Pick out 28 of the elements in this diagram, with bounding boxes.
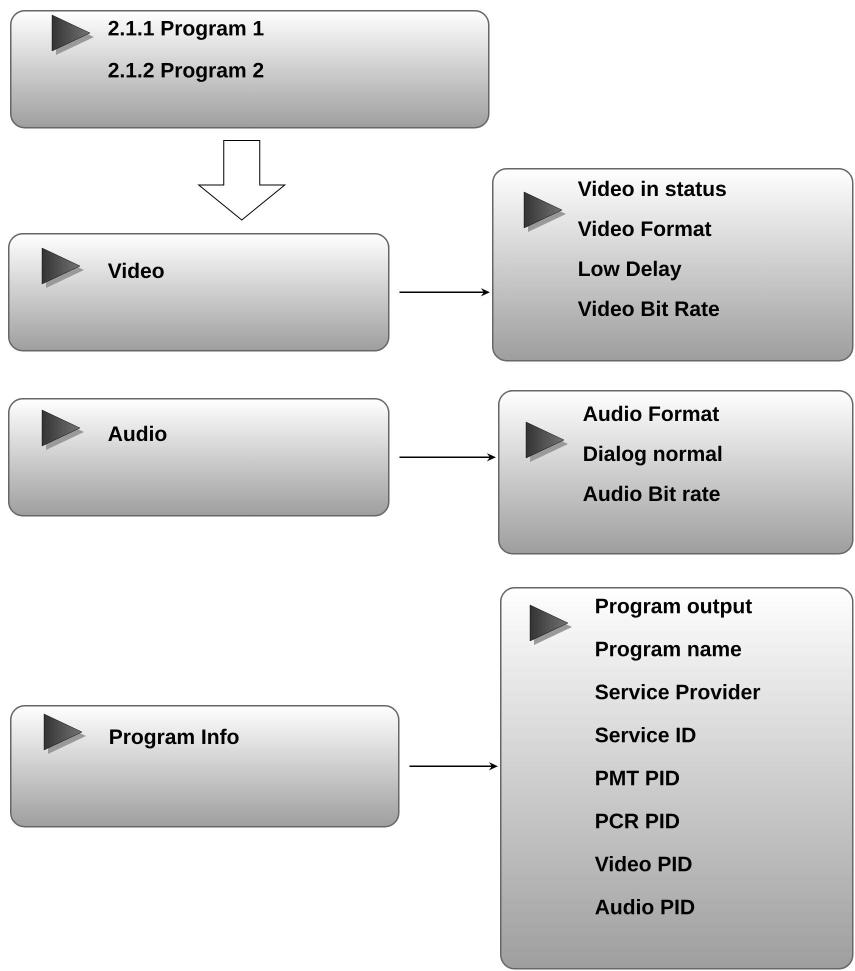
menu-box <box>500 587 854 970</box>
block-arrow <box>197 140 286 221</box>
menu-item: Service Provider <box>595 684 760 700</box>
menu-box <box>8 233 390 352</box>
menu-item: Dialog normal <box>584 446 722 466</box>
menu-box <box>498 390 854 554</box>
menu-item: PCR PID <box>596 814 680 828</box>
menu-box <box>10 10 490 128</box>
menu-item: Video <box>108 262 164 278</box>
menu-item: Service ID <box>595 727 696 742</box>
menu-item: Audio Format <box>583 406 719 422</box>
menu-item: 2.1.2 Program 2 <box>108 62 264 82</box>
menu-item: Audio Bit rate <box>583 486 720 502</box>
menu-item: Audio PID <box>595 899 694 914</box>
menu-item: Audio <box>108 426 166 442</box>
menu-item: Program Info <box>110 728 239 748</box>
menu-item: 2.1.1 Program 1 <box>108 20 264 40</box>
menu-box <box>10 705 400 828</box>
menu-item: Video Format <box>578 220 712 236</box>
menu-item: Video Bit Rate <box>578 300 719 316</box>
menu-item: Low Delay <box>579 260 682 280</box>
menu-box <box>492 168 854 362</box>
menu-box <box>8 398 390 516</box>
menu-item: Program output <box>596 598 752 618</box>
menu-item: Video PID <box>594 856 692 872</box>
menu-item: PMT PID <box>596 770 680 786</box>
menu-item: Program name <box>596 642 742 661</box>
menu-item: Video in status <box>578 180 726 196</box>
